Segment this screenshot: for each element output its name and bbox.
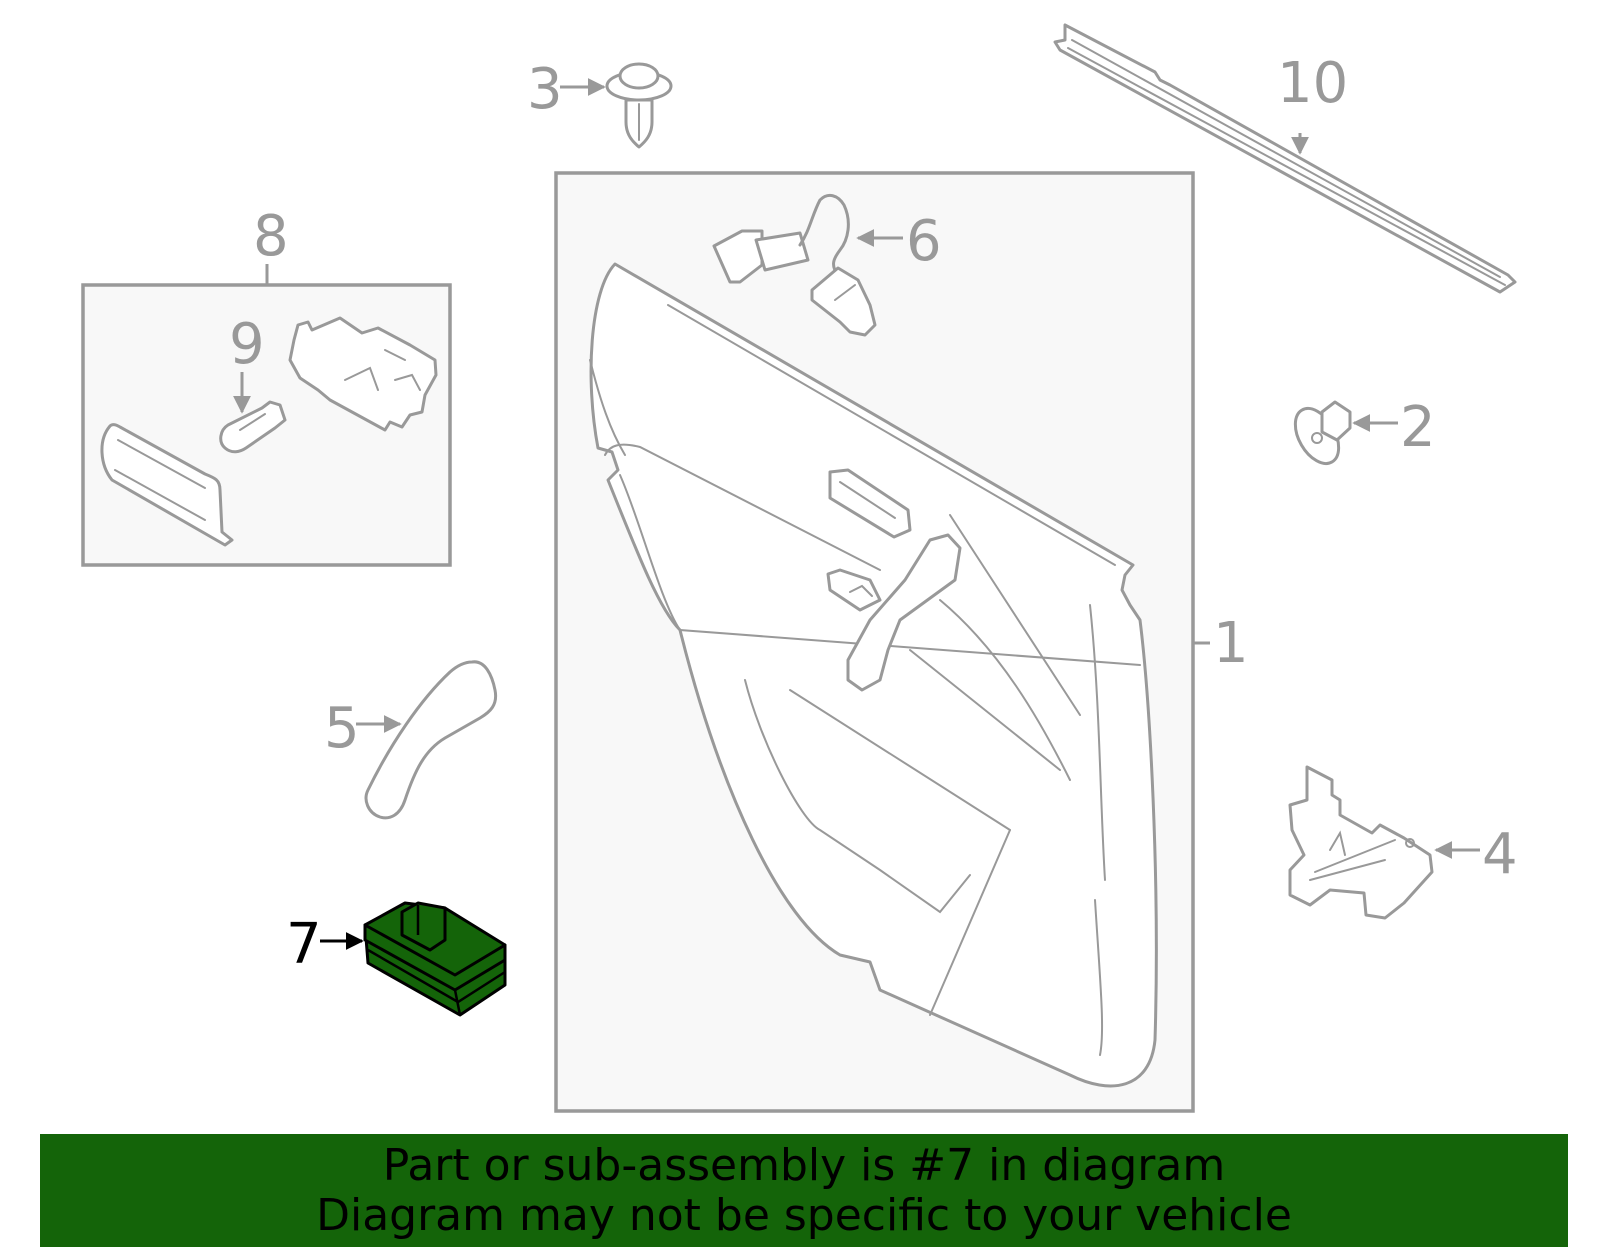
banner-line-1: Part or sub-assembly is #7 in diagram: [382, 1139, 1226, 1191]
part-2-clip[interactable]: [1286, 400, 1352, 471]
info-banner: Part or sub-assembly is #7 in diagram Di…: [40, 1134, 1568, 1247]
part-9-bulb[interactable]: [219, 400, 287, 454]
callout-1[interactable]: 1: [1213, 611, 1249, 676]
switch-module-body: [363, 901, 507, 1017]
part-7-switch-module[interactable]: [363, 901, 507, 1017]
callout-5[interactable]: 5: [324, 696, 360, 761]
part-5-pull-handle[interactable]: [364, 660, 498, 820]
switch-button: [400, 901, 447, 952]
callout-3[interactable]: 3: [527, 57, 563, 122]
part-10-weatherstrip[interactable]: [1053, 23, 1517, 294]
banner-line-2: Diagram may not be specific to your vehi…: [316, 1189, 1292, 1241]
part-3-push-pin[interactable]: [605, 62, 673, 149]
callout-10[interactable]: 10: [1277, 51, 1348, 116]
part-8-door-handle-assembly[interactable]: [81, 283, 452, 567]
door-handle-cover: [100, 423, 234, 547]
door-handle-bracket: [288, 316, 438, 432]
part-1-door-trim-panel[interactable]: [554, 171, 1195, 1113]
armrest-bracket: [846, 533, 962, 692]
callout-6[interactable]: 6: [906, 209, 942, 274]
callout-9[interactable]: 9: [229, 312, 265, 377]
door-handle-recess: [828, 468, 912, 539]
callout-2[interactable]: 2: [1400, 395, 1436, 460]
callout-4[interactable]: 4: [1482, 822, 1518, 887]
callout-7[interactable]: 7: [286, 912, 322, 977]
switch-module-top-face: [363, 923, 507, 992]
part-4-bracket[interactable]: [1288, 765, 1434, 920]
part-6-wiring-harness[interactable]: [712, 193, 877, 337]
callout-8[interactable]: 8: [253, 204, 289, 269]
